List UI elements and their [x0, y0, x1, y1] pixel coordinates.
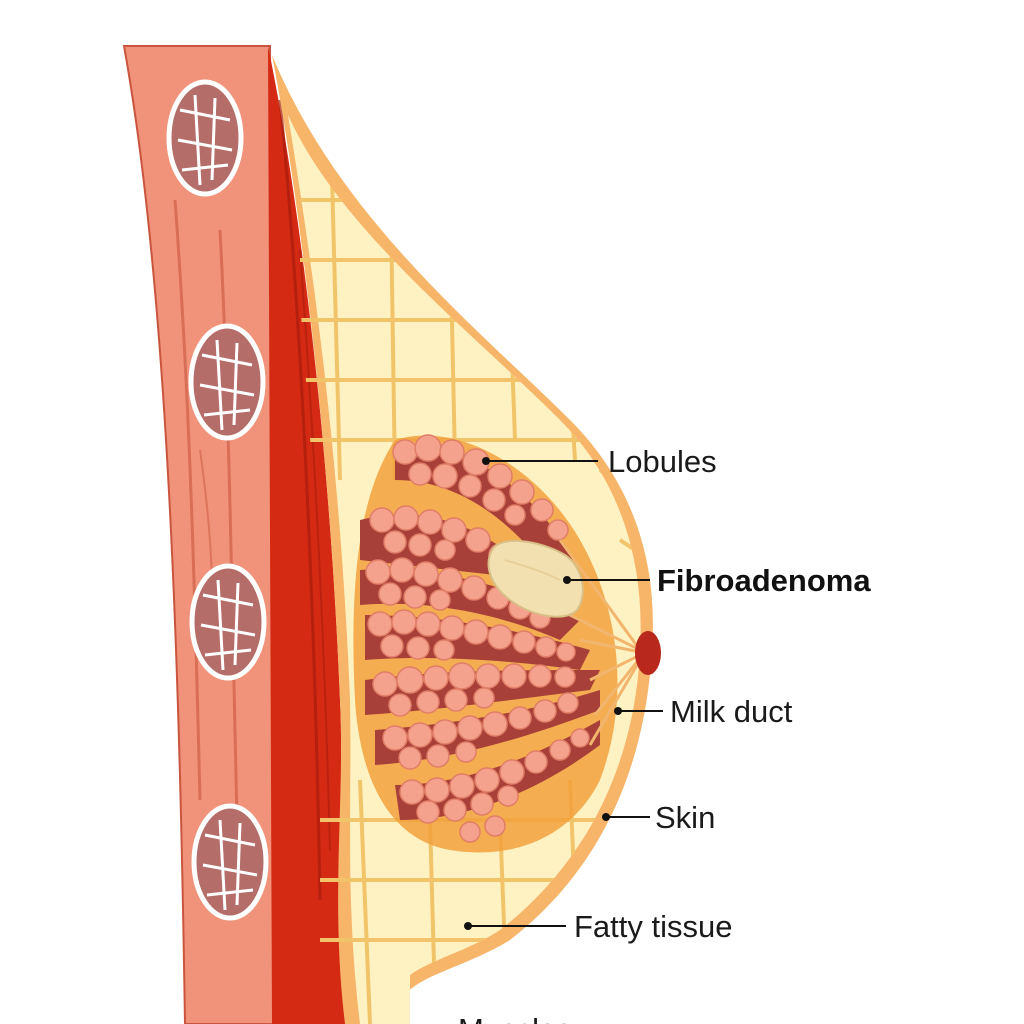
label-lobules: Lobules	[608, 444, 717, 479]
rib-2	[188, 323, 266, 441]
label-fatty-tissue: Fatty tissue	[574, 909, 733, 944]
lobule-band-1	[392, 434, 575, 560]
label-muscles-group: Muscles	[458, 1012, 572, 1024]
fibroadenoma	[487, 539, 584, 618]
lobules	[360, 434, 600, 843]
label-muscles: Muscles	[458, 1012, 572, 1024]
rib-4	[191, 803, 269, 921]
label-fibroadenoma-group: Fibroadenoma	[563, 563, 871, 598]
ribs	[166, 79, 269, 921]
label-lobules-group: Lobules	[482, 444, 717, 479]
rib-1	[166, 79, 244, 197]
rib-3	[189, 563, 267, 681]
label-fibroadenoma: Fibroadenoma	[657, 563, 871, 598]
label-milk-duct-group: Milk duct	[614, 694, 793, 729]
label-skin-group: Skin	[602, 800, 715, 835]
label-skin: Skin	[655, 800, 715, 835]
label-milk-duct: Milk duct	[670, 694, 793, 729]
pectoral-muscle	[268, 46, 360, 1024]
lobule-band-5	[365, 662, 600, 717]
lobule-band-6	[375, 690, 600, 770]
lobule-band-4	[365, 609, 590, 670]
label-fatty-tissue-group: Fatty tissue	[464, 909, 733, 944]
lobule-band-7	[395, 720, 600, 843]
nipple	[635, 631, 661, 675]
lobule-band-3	[360, 557, 580, 640]
